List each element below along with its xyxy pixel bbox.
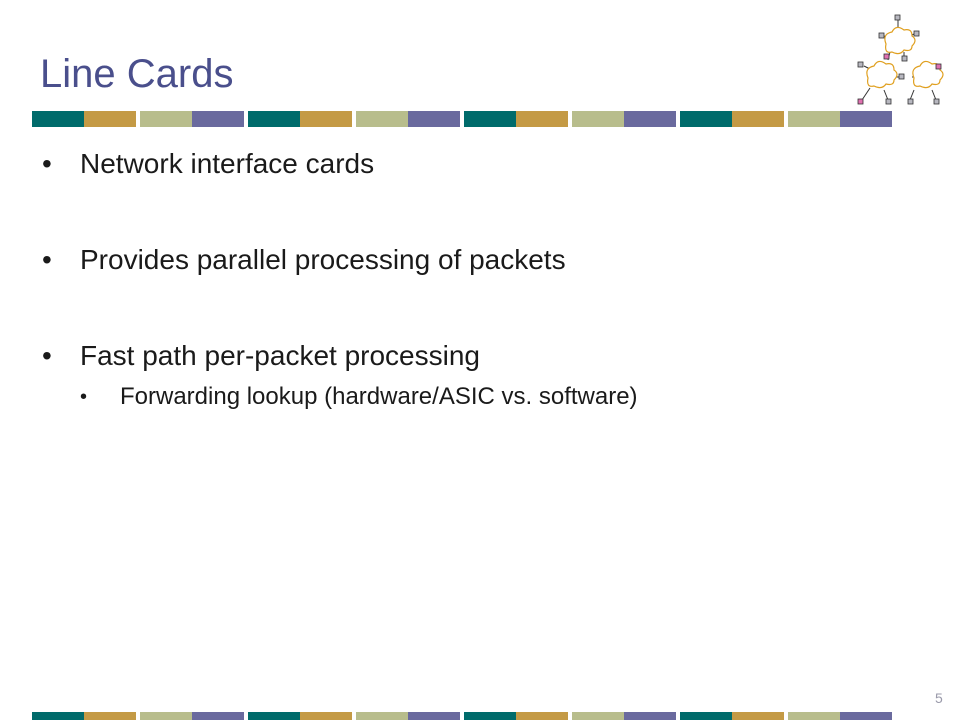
bar-segment bbox=[248, 712, 300, 720]
bar-segment bbox=[840, 111, 892, 127]
bar-segment bbox=[356, 111, 408, 127]
slide-title: Line Cards bbox=[40, 52, 234, 96]
bullet-dot: • bbox=[42, 244, 52, 275]
sub-bullet-text: Forwarding lookup (hardware/ASIC vs. sof… bbox=[120, 383, 638, 410]
bar-segment bbox=[192, 111, 244, 127]
bar-segment bbox=[300, 712, 352, 720]
bullet-text: Fast path per-packet processing bbox=[80, 340, 480, 371]
bar-segment bbox=[192, 712, 244, 720]
page-number: 5 bbox=[935, 690, 943, 706]
decorative-color-bar-top bbox=[32, 111, 920, 127]
bar-segment bbox=[680, 712, 732, 720]
bar-segment bbox=[248, 111, 300, 127]
bar-segment bbox=[356, 712, 408, 720]
bar-segment bbox=[32, 712, 84, 720]
bar-segment bbox=[840, 712, 892, 720]
bar-segment bbox=[300, 111, 352, 127]
bar-segment bbox=[32, 111, 84, 127]
bullet-dot: • bbox=[42, 340, 52, 371]
sub-bullet-item: • Forwarding lookup (hardware/ASIC vs. s… bbox=[80, 382, 922, 412]
bar-segment bbox=[516, 712, 568, 720]
bar-segment bbox=[464, 111, 516, 127]
bar-segment bbox=[84, 712, 136, 720]
bar-segment bbox=[408, 712, 460, 720]
decorative-color-bar-bottom bbox=[32, 712, 920, 720]
bullet-item: • Fast path per-packet processing bbox=[42, 338, 922, 374]
sub-bullet-dot: • bbox=[80, 386, 88, 408]
bullet-text: Network interface cards bbox=[80, 148, 375, 179]
bar-segment bbox=[624, 712, 676, 720]
bar-segment bbox=[788, 712, 840, 720]
bar-segment bbox=[572, 111, 624, 127]
bar-segment bbox=[788, 111, 840, 127]
bar-segment bbox=[140, 712, 192, 720]
bar-segment bbox=[732, 712, 784, 720]
bullet-list: • Network interface cards • Provides par… bbox=[42, 140, 922, 412]
bullet-item: • Network interface cards bbox=[42, 146, 922, 182]
bullet-text: Provides parallel processing of packets bbox=[80, 244, 566, 275]
bar-segment bbox=[464, 712, 516, 720]
bullet-item: • Provides parallel processing of packet… bbox=[42, 242, 922, 278]
bar-segment bbox=[624, 111, 676, 127]
bar-segment bbox=[572, 712, 624, 720]
bar-segment bbox=[408, 111, 460, 127]
network-clouds-icon bbox=[857, 14, 944, 105]
bar-segment bbox=[84, 111, 136, 127]
bar-segment bbox=[732, 111, 784, 127]
bullet-dot: • bbox=[42, 148, 52, 179]
bar-segment bbox=[516, 111, 568, 127]
bar-segment bbox=[140, 111, 192, 127]
bar-segment bbox=[680, 111, 732, 127]
